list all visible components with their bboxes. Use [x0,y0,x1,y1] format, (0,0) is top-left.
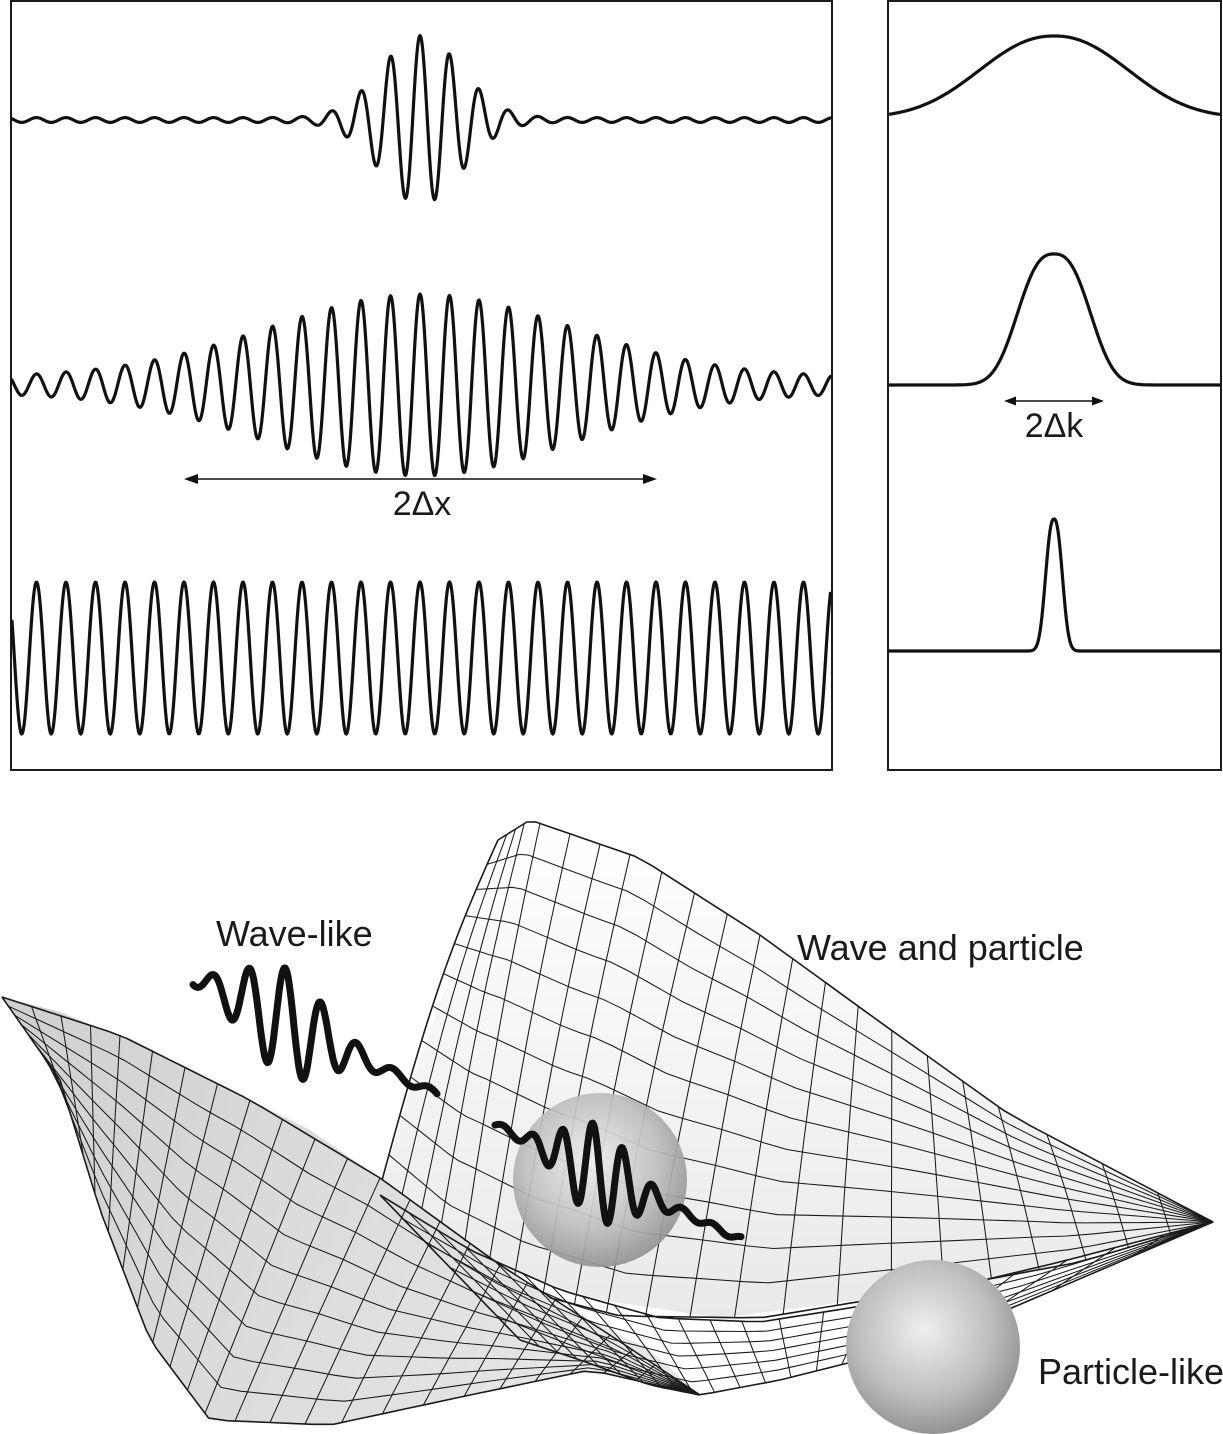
plane-wave [10,580,832,736]
momentum-space-panel: 2Δk [887,0,1222,771]
momentum-panel-frame [887,0,1222,771]
wide-momentum-distribution [888,34,1221,117]
wave-like-label: Wave-like [216,913,373,954]
particle-like-sphere [846,1260,1020,1434]
narrow-wave-packet [10,34,832,202]
delta-x-label: 2Δx [393,485,452,523]
wave-like-wave-tube [189,964,441,1098]
wave-and-particle-label: Wave and particle [797,927,1084,968]
delta-k-arrow [1004,396,1104,406]
narrow-momentum-distribution [888,517,1221,653]
medium-wave-packet [10,292,832,477]
delta-x-arrow [184,474,657,484]
particle-like-label: Particle-like [1038,1351,1223,1392]
wave-particle-surface-illustration: Wave-like Wave and particle Particle-lik… [1,820,1223,1434]
wave-and-particle-wave-tube [491,1119,745,1241]
position-space-panel: 2Δx [10,0,833,771]
left-sheet-mesh [1,996,701,1426]
left-surface-sheet [2,997,700,1425]
back-wall-surface [378,820,1213,1318]
delta-k-label: 2Δk [1025,407,1085,445]
medium-momentum-distribution [888,252,1221,387]
position-panel-frame [10,0,833,771]
